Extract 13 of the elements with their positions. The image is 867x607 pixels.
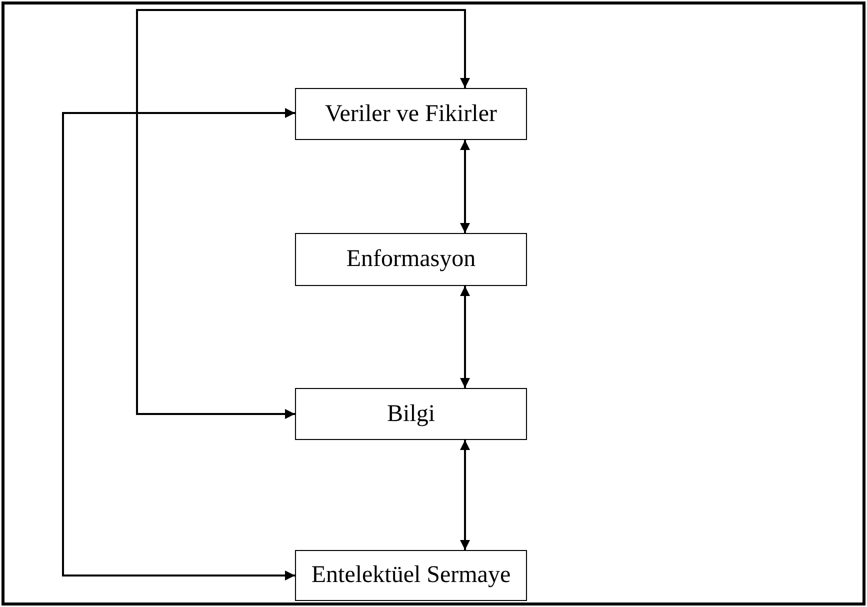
box-label: Entelektüel Sermaye <box>311 562 511 589</box>
box-label: Bilgi <box>386 400 435 428</box>
process-box <box>295 88 527 140</box>
process-box <box>295 388 527 440</box>
arrow <box>460 140 470 233</box>
arrow <box>62 108 295 580</box>
box-label: Enformasyon <box>346 246 476 273</box>
box-label: Veriler ve Fikirler <box>325 100 497 128</box>
process-box <box>295 550 527 601</box>
arrow <box>460 286 470 388</box>
arrow <box>460 440 470 550</box>
arrow <box>136 9 470 419</box>
process-box <box>295 233 527 286</box>
